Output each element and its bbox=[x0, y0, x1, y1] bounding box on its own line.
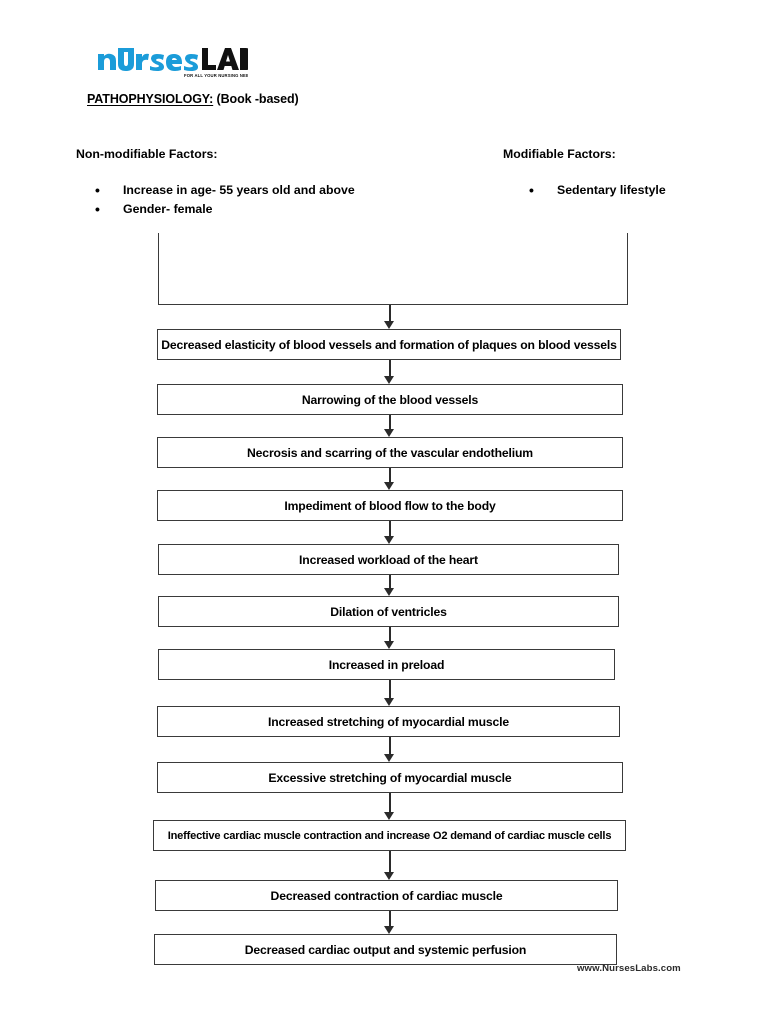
flow-node-label: Dilation of ventricles bbox=[330, 604, 447, 619]
non-modifiable-factors-list: • Increase in age- 55 years old and abov… bbox=[95, 181, 355, 219]
flow-arrow bbox=[0, 793, 768, 820]
flow-arrow bbox=[0, 360, 768, 384]
arrow-head-icon bbox=[384, 536, 394, 544]
flow-node: Dilation of ventricles bbox=[158, 596, 619, 627]
list-item-label: Increase in age- 55 years old and above bbox=[123, 183, 355, 197]
arrow-shaft bbox=[389, 575, 391, 589]
flow-node: Ineffective cardiac muscle contraction a… bbox=[153, 820, 626, 851]
list-item: • Increase in age- 55 years old and abov… bbox=[95, 181, 355, 200]
arrow-shaft bbox=[389, 793, 391, 813]
nurseslabs-logo: FOR ALL YOUR NURSING NEEDS bbox=[96, 44, 248, 80]
modifiable-factors-heading: Modifiable Factors: bbox=[503, 147, 616, 161]
flow-arrow bbox=[0, 305, 768, 329]
page-title-plain: (Book -based) bbox=[213, 92, 299, 106]
flow-node-label: Necrosis and scarring of the vascular en… bbox=[247, 445, 533, 460]
arrow-shaft bbox=[389, 305, 391, 322]
flow-node: Increased stretching of myocardial muscl… bbox=[157, 706, 620, 737]
flow-arrow bbox=[0, 911, 768, 934]
page-title: PATHOPHYSIOLOGY: (Book -based) bbox=[87, 92, 299, 106]
flow-node-label: Decreased elasticity of blood vessels an… bbox=[161, 337, 617, 352]
flow-node: Decreased elasticity of blood vessels an… bbox=[157, 329, 621, 360]
flow-node: Impediment of blood flow to the body bbox=[157, 490, 623, 521]
flow-node: Decreased cardiac output and systemic pe… bbox=[154, 934, 617, 965]
bullet-icon: • bbox=[529, 182, 534, 198]
logo-tagline-text: FOR ALL YOUR NURSING NEEDS bbox=[184, 73, 248, 78]
factors-merge-bracket bbox=[158, 233, 628, 305]
arrow-head-icon bbox=[384, 376, 394, 384]
bullet-icon: • bbox=[95, 182, 100, 198]
list-item: • Sedentary lifestyle bbox=[529, 181, 666, 200]
arrow-shaft bbox=[389, 851, 391, 873]
flow-node: Increased in preload bbox=[158, 649, 615, 680]
flow-arrow bbox=[0, 468, 768, 490]
arrow-shaft bbox=[389, 737, 391, 755]
arrow-shaft bbox=[389, 468, 391, 483]
flow-node: Excessive stretching of myocardial muscl… bbox=[157, 762, 623, 793]
flow-node-label: Narrowing of the blood vessels bbox=[301, 392, 479, 407]
flow-node-label: Decreased cardiac output and systemic pe… bbox=[244, 942, 527, 957]
flow-node-label: Increased workload of the heart bbox=[299, 552, 478, 567]
flow-arrow bbox=[0, 575, 768, 596]
list-item: • Gender- female bbox=[95, 200, 355, 219]
flow-arrow bbox=[0, 521, 768, 544]
flow-node: Necrosis and scarring of the vascular en… bbox=[157, 437, 623, 468]
arrow-shaft bbox=[389, 627, 391, 642]
arrow-head-icon bbox=[384, 812, 394, 820]
flow-node: Increased workload of the heart bbox=[158, 544, 619, 575]
arrow-head-icon bbox=[384, 482, 394, 490]
arrow-shaft bbox=[389, 360, 391, 377]
flow-node-label: Increased in preload bbox=[328, 657, 445, 672]
flow-arrow bbox=[0, 851, 768, 880]
flow-node-label: Impediment of blood flow to the body bbox=[284, 498, 496, 513]
arrow-head-icon bbox=[384, 926, 394, 934]
flow-node: Decreased contraction of cardiac muscle bbox=[155, 880, 618, 911]
flow-arrow bbox=[0, 737, 768, 762]
arrow-head-icon bbox=[384, 429, 394, 437]
modifiable-factors-list: • Sedentary lifestyle bbox=[529, 181, 666, 200]
flow-node-label: Excessive stretching of myocardial muscl… bbox=[268, 770, 512, 785]
arrow-head-icon bbox=[384, 754, 394, 762]
arrow-shaft bbox=[389, 911, 391, 927]
site-watermark: www.NursesLabs.com bbox=[577, 963, 681, 974]
arrow-head-icon bbox=[384, 872, 394, 880]
arrow-shaft bbox=[389, 415, 391, 430]
logo-artwork: FOR ALL YOUR NURSING NEEDS bbox=[98, 48, 248, 78]
arrow-shaft bbox=[389, 521, 391, 537]
arrow-head-icon bbox=[384, 698, 394, 706]
list-item-label: Gender- female bbox=[123, 202, 213, 216]
arrow-head-icon bbox=[384, 321, 394, 329]
arrow-shaft bbox=[389, 680, 391, 699]
flow-node: Narrowing of the blood vessels bbox=[157, 384, 623, 415]
flow-arrow bbox=[0, 415, 768, 437]
flow-arrow bbox=[0, 680, 768, 706]
flow-node-label: Decreased contraction of cardiac muscle bbox=[270, 888, 503, 903]
bullet-icon: • bbox=[95, 201, 100, 217]
non-modifiable-factors-heading: Non-modifiable Factors: bbox=[76, 147, 218, 161]
arrow-head-icon bbox=[384, 641, 394, 649]
flow-node-label: Increased stretching of myocardial muscl… bbox=[267, 714, 510, 729]
list-item-label: Sedentary lifestyle bbox=[557, 183, 666, 197]
flow-node-label: Ineffective cardiac muscle contraction a… bbox=[167, 829, 612, 842]
arrow-head-icon bbox=[384, 588, 394, 596]
page-title-underlined: PATHOPHYSIOLOGY: bbox=[87, 92, 214, 106]
flow-arrow bbox=[0, 627, 768, 649]
